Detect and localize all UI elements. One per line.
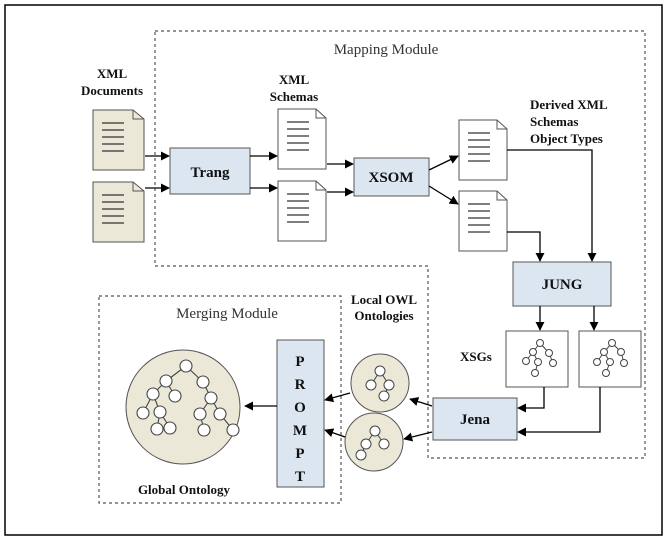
prompt-letter-6: T xyxy=(295,469,305,485)
xml-schema-icon-1 xyxy=(277,108,327,170)
global-ontology-icon xyxy=(125,349,241,465)
xsg-graph-icon-1 xyxy=(522,339,557,377)
arrow-derived1-jung xyxy=(507,149,597,262)
xml-documents-label-line1: XML xyxy=(97,66,128,81)
prompt-letter-2: R xyxy=(295,377,306,393)
merging-module-region xyxy=(98,295,342,504)
arrow-xsg1-jena xyxy=(517,387,545,413)
derived-schema-icon-2 xyxy=(458,190,508,252)
arrow-xsom-derived2 xyxy=(428,185,459,205)
xml-schemas-label-line1: XML xyxy=(279,72,310,87)
xml-schemas-label-line2: Schemas xyxy=(270,89,318,104)
derived-schema-icon-1 xyxy=(458,119,508,181)
local-ontology-icon-2 xyxy=(344,412,404,472)
derived-label-line1: Derived XML xyxy=(530,97,608,112)
derived-label-line3: Object Types xyxy=(530,131,603,146)
trang-label: Trang xyxy=(191,165,230,181)
xml-document-icon-2 xyxy=(92,181,145,243)
xml-documents-label-line2: Documents xyxy=(81,83,143,98)
jena-label: Jena xyxy=(460,412,491,428)
jung-label: JUNG xyxy=(542,277,583,293)
arrow-jena-ontology2 xyxy=(403,431,433,442)
arrow-xsom-derived1 xyxy=(428,155,459,171)
arrow-xsg2-jena xyxy=(517,387,601,437)
local-owl-label-line2: Ontologies xyxy=(354,308,413,323)
mapping-module-label: Mapping Module xyxy=(334,42,439,58)
jung-box xyxy=(512,261,612,307)
local-ontology-icon-1 xyxy=(350,353,410,413)
xsom-box xyxy=(353,157,430,197)
outer-frame xyxy=(4,4,663,536)
arrow-ontology1-prompt xyxy=(324,392,351,403)
prompt-letter-5: P xyxy=(295,446,304,462)
prompt-letter-4: M xyxy=(293,423,307,439)
local-owl-label-line1: Local OWL xyxy=(351,292,417,307)
prompt-letter-3: O xyxy=(294,400,306,416)
xml-document-icon-1 xyxy=(92,109,145,171)
arrow-derived2-jung xyxy=(507,231,545,262)
xsgs-label: XSGs xyxy=(460,349,492,364)
prompt-box xyxy=(276,339,325,488)
prompt-letter-1: P xyxy=(295,354,304,370)
global-ontology-label: Global Ontology xyxy=(138,482,231,497)
trang-box xyxy=(169,147,251,195)
xsom-label: XSOM xyxy=(369,170,414,186)
xsg-graph-icon-2 xyxy=(593,339,628,377)
jena-box xyxy=(432,397,518,441)
arrow-ontology2-prompt xyxy=(324,428,346,438)
arrow-jena-ontology1 xyxy=(409,397,433,407)
merging-module-label: Merging Module xyxy=(176,306,278,322)
derived-label-line2: Schemas xyxy=(530,114,578,129)
mapping-module-region xyxy=(154,30,646,459)
xml-schema-icon-2 xyxy=(277,180,327,242)
